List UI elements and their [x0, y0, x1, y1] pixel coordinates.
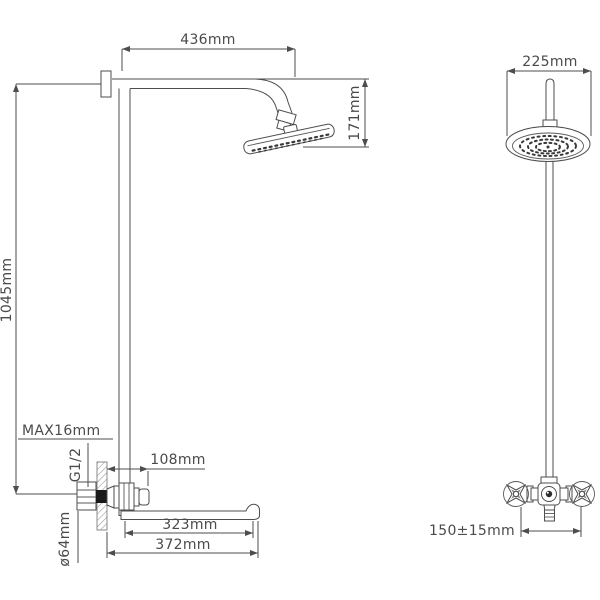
head-arm-front	[542, 78, 558, 132]
screw-highlight	[546, 491, 549, 494]
dim-valve-depth: 108mm	[107, 452, 206, 486]
valve-screw-center	[545, 490, 553, 498]
dim-max-wall: MAX16mm	[18, 423, 113, 440]
dim-valve-depth-label: 108mm	[150, 452, 206, 468]
dim-escutcheon: ø64mm	[57, 511, 79, 567]
wall-bracket	[100, 70, 112, 98]
dim-inlet-spacing-label: 150±15mm	[429, 523, 515, 539]
nozzle-center-icon	[546, 145, 550, 149]
escutcheon	[76, 481, 97, 511]
dim-spout-length: 323mm	[124, 517, 254, 538]
left-view: 436mm 171mm 1045mm MAX16mm G1/2	[0, 32, 369, 567]
valve-body	[118, 482, 135, 511]
eccentric-connector	[106, 485, 115, 509]
nozzle-row-icon	[258, 137, 325, 153]
dim-arm-length-label: 436mm	[180, 32, 236, 48]
cross-handle-left	[503, 481, 529, 507]
head-connector	[275, 109, 297, 132]
thread-size-label: G1/2	[68, 448, 84, 483]
dim-escutcheon-label: ø64mm	[57, 511, 73, 566]
shower-head-front	[505, 126, 591, 162]
nozzle-row-icon	[251, 133, 331, 152]
dim-head-width: 225mm	[506, 54, 592, 136]
dim-max-wall-label: MAX16mm	[22, 423, 100, 439]
diverter-cap	[138, 488, 150, 506]
mixer-valve-side	[106, 482, 150, 516]
wall-plug	[96, 490, 107, 503]
nozzle-ring-icon	[527, 138, 569, 155]
right-view: 225mm 150±15mm	[429, 54, 595, 539]
outlet-ribbed	[544, 509, 555, 522]
dim-head-drop: 171mm	[255, 78, 369, 148]
outlet-adapter	[543, 504, 556, 511]
riser-pipe	[118, 88, 131, 483]
dim-head-drop-label: 171mm	[347, 85, 363, 141]
shower-arm	[112, 78, 293, 117]
dim-inlet-spacing: 150±15mm	[429, 507, 582, 539]
dim-spout-total: 372mm	[106, 521, 259, 558]
dim-spout-total-label: 372mm	[155, 537, 211, 553]
mixer-valve-front	[503, 476, 595, 522]
cross-handle-right	[569, 481, 595, 507]
dim-spout-length-label: 323mm	[162, 517, 218, 533]
dim-arm-length: 436mm	[121, 32, 296, 77]
dim-head-width-label: 225mm	[522, 54, 578, 70]
nozzle-ring-icon	[519, 135, 577, 157]
dim-column-height: 1045mm	[0, 83, 101, 495]
dim-column-height-label: 1045mm	[0, 258, 15, 323]
column-pipe-front	[545, 161, 554, 478]
tub-spout	[120, 503, 261, 520]
label-thread: G1/2	[68, 443, 89, 487]
nozzle-ring-icon	[535, 141, 561, 153]
shower-head-side	[243, 123, 335, 155]
